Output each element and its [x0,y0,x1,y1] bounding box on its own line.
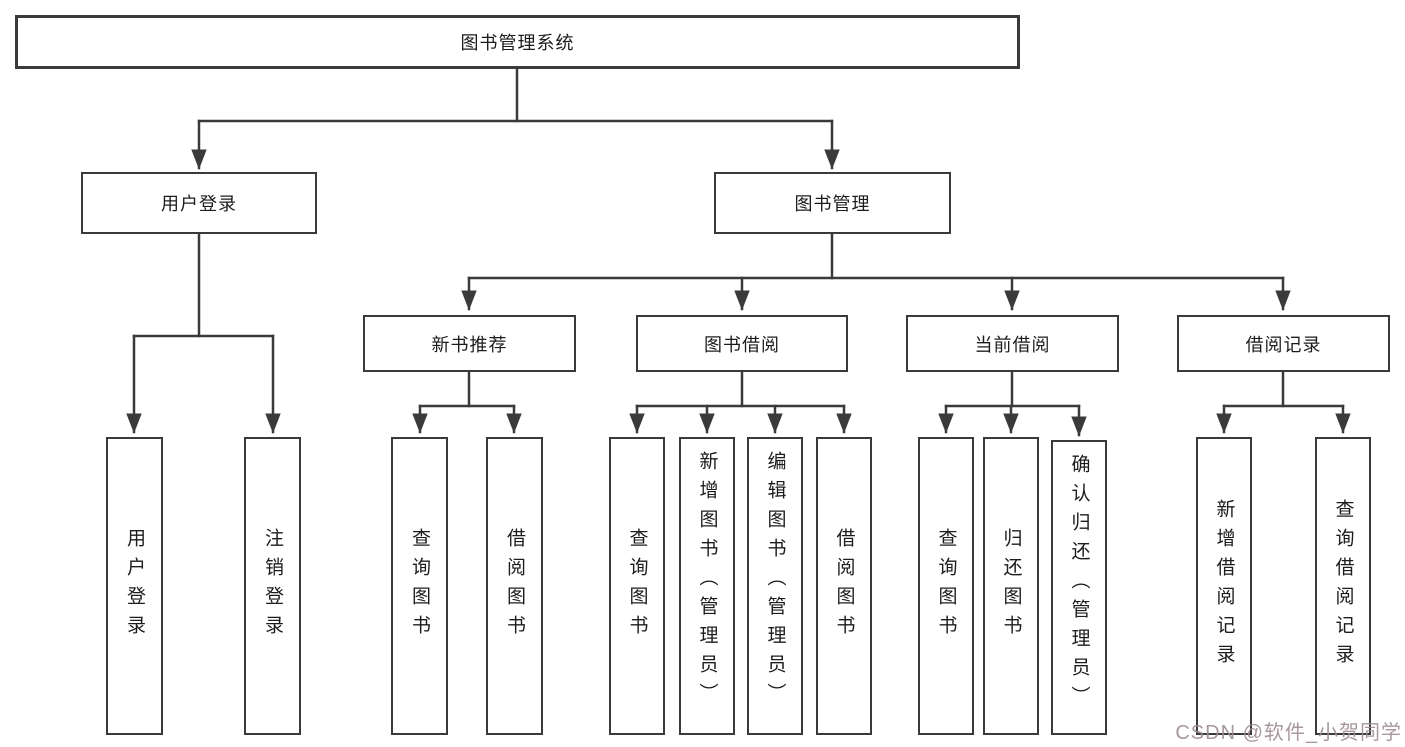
node-library-management-system: 图书管理系统 [15,15,1020,69]
leaf-label: 确认归还（管理员） [1068,454,1090,715]
leaf-label: 查询借阅记录 [1332,499,1354,673]
node-label: 用户登录 [161,194,237,214]
node-label: 新书推荐 [431,334,508,355]
leaf-add-borrow-record: 新增借阅记录 [1196,437,1252,735]
node-new-book-recommendation: 新书推荐 [363,315,576,372]
leaf-label: 用户登录 [124,528,145,644]
leaf-label: 归还图书 [1000,528,1022,644]
leaf-add-book-admin: 新增图书（管理员） [679,437,735,735]
node-label: 图书借阅 [704,334,780,355]
wire-group [126,66,1351,437]
leaf-label: 新增借阅记录 [1213,499,1235,673]
leaf-label: 注销登录 [262,528,283,644]
node-book-borrowing: 图书借阅 [636,315,848,372]
leaf-query-books: 查询图书 [918,437,974,735]
leaf-query-books: 查询图书 [609,437,665,735]
leaf-confirm-return-admin: 确认归还（管理员） [1051,440,1107,735]
node-label: 借阅记录 [1245,334,1322,355]
node-label: 当前借阅 [974,334,1051,355]
csdn-watermark: CSDN @软件_小贺同学 [1175,722,1402,744]
node-user-login: 用户登录 [81,172,317,234]
leaf-return-books: 归还图书 [983,437,1039,735]
leaf-label: 借阅图书 [833,528,855,644]
leaf-query-books: 查询图书 [391,437,448,735]
leaf-label: 查询图书 [935,528,957,644]
leaf-borrow-books: 借阅图书 [486,437,543,735]
node-borrowing-records: 借阅记录 [1177,315,1390,372]
leaf-user-login: 用户登录 [106,437,163,735]
leaf-label: 新增图书（管理员） [696,451,718,712]
node-label: 图书管理系统 [460,33,575,53]
leaf-label: 编辑图书（管理员） [764,451,786,712]
leaf-label: 查询图书 [409,528,430,644]
leaf-query-borrow-record: 查询借阅记录 [1315,437,1371,735]
node-current-borrowing: 当前借阅 [906,315,1119,372]
leaf-label: 查询图书 [626,528,648,644]
leaf-borrow-books: 借阅图书 [816,437,872,735]
leaf-edit-book-admin: 编辑图书（管理员） [747,437,803,735]
leaf-label: 借阅图书 [504,528,525,644]
node-label: 图书管理 [794,194,871,214]
node-book-management: 图书管理 [714,172,951,234]
leaf-logout: 注销登录 [244,437,301,735]
